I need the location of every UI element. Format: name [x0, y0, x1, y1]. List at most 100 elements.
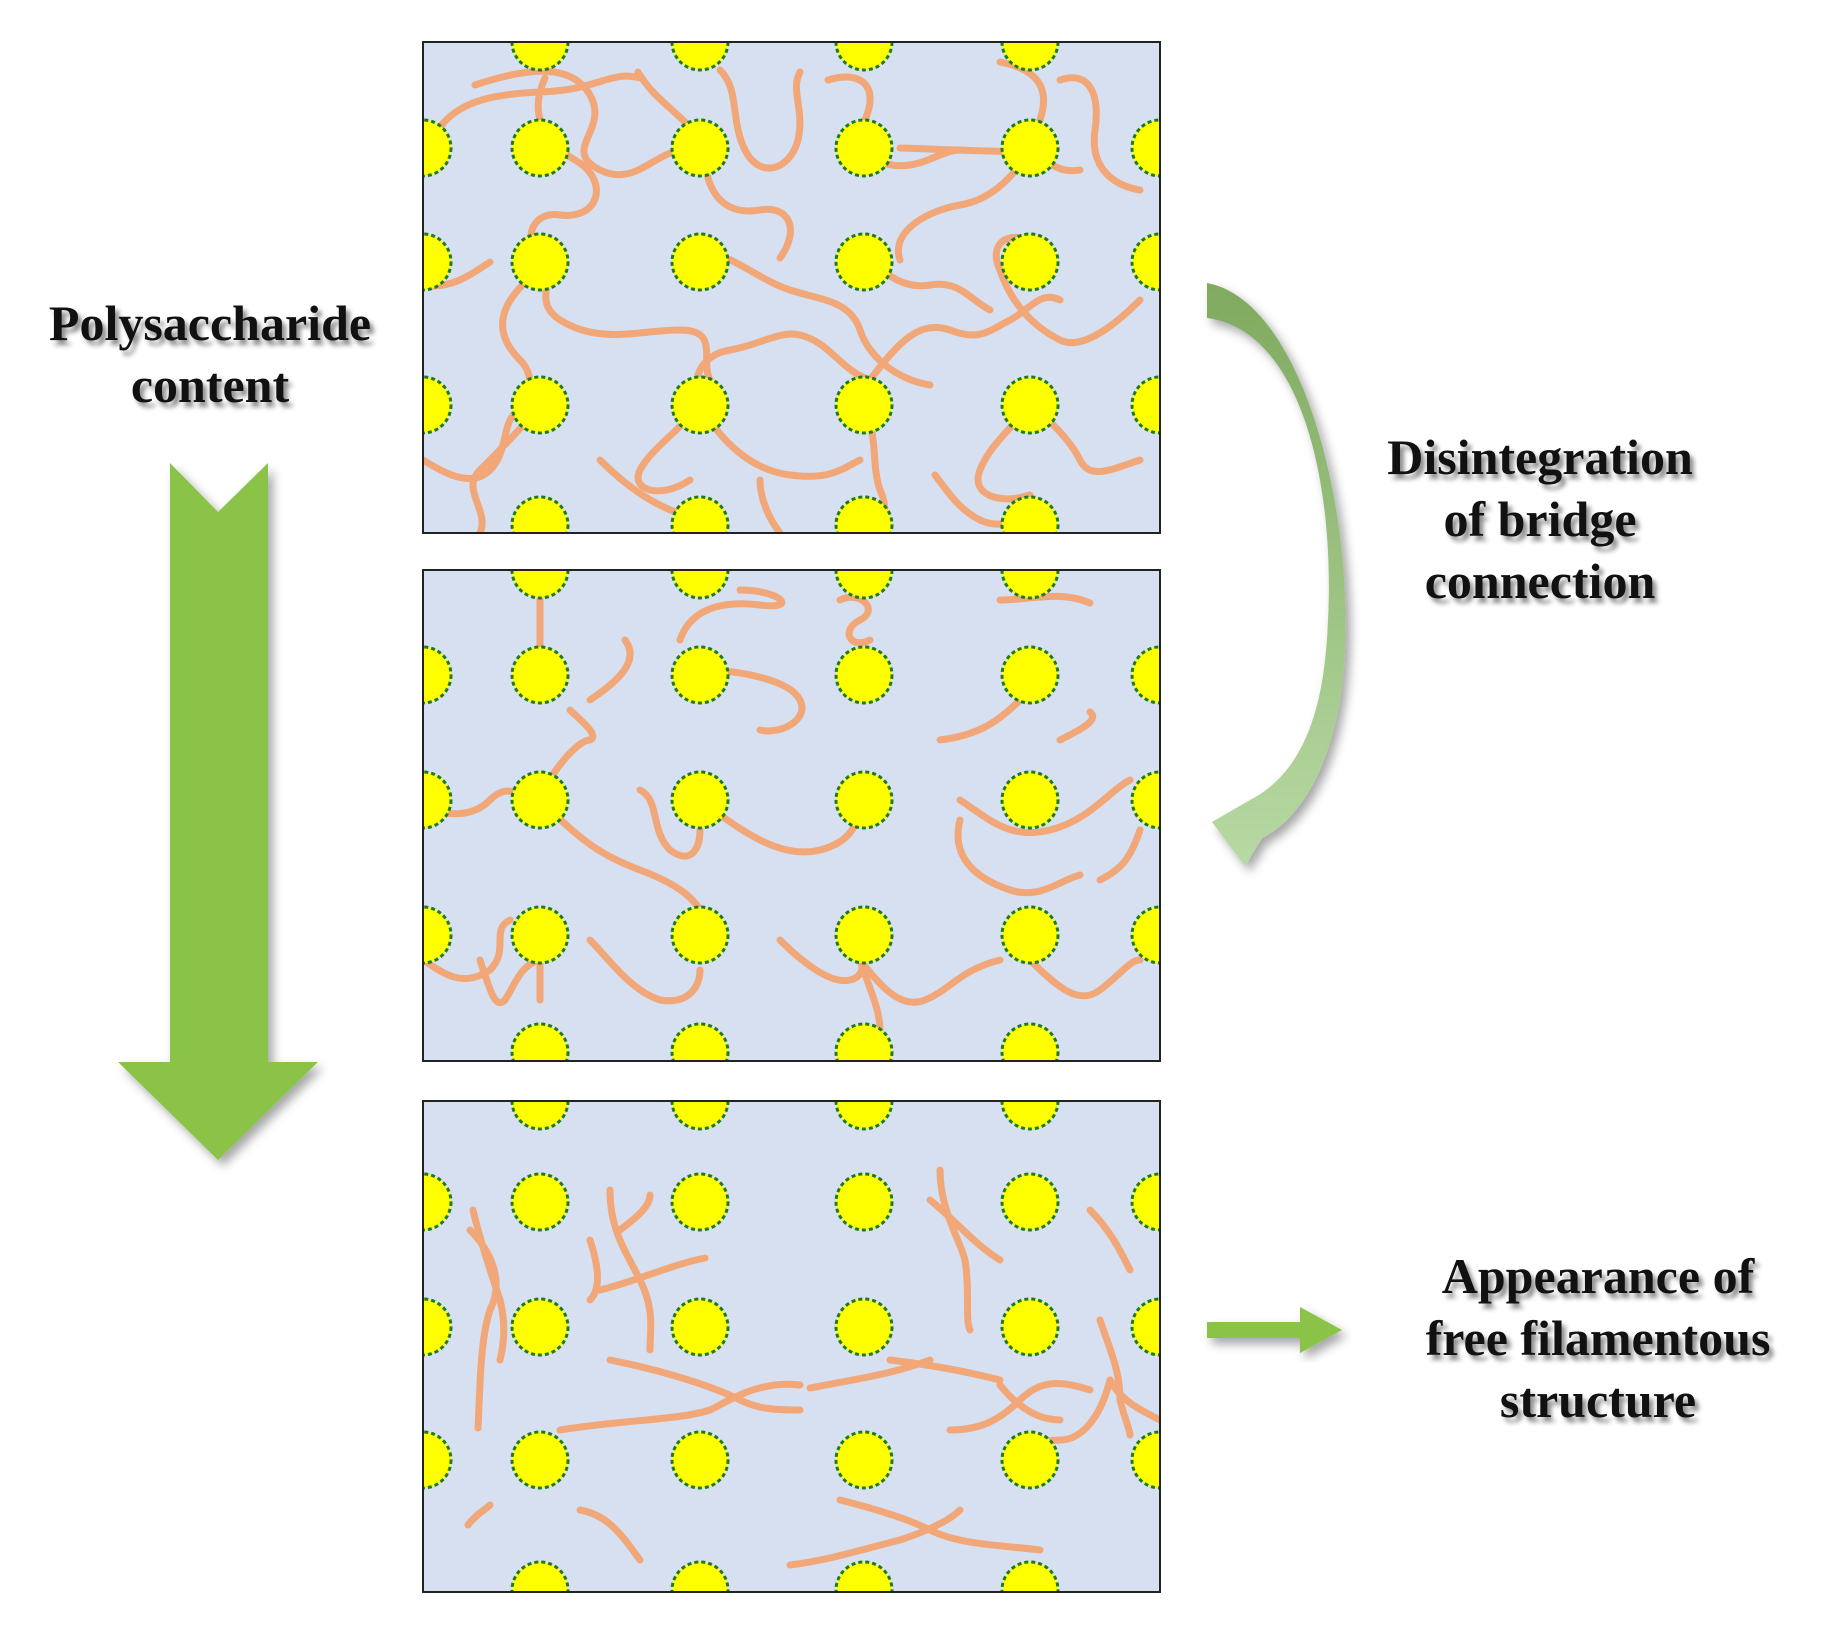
particle — [1130, 770, 1160, 830]
polymer-strand — [466, 1226, 500, 1432]
polymer-strand — [886, 1356, 1004, 1384]
particle — [1000, 905, 1060, 965]
appearance-label-line2: free filamentous — [1425, 1310, 1771, 1366]
particle — [1000, 1101, 1060, 1131]
polymer-strand — [856, 956, 884, 1034]
disintegration-label-line2: of bridge — [1443, 491, 1637, 547]
polymer-strand — [536, 706, 596, 799]
particle — [834, 232, 894, 292]
particle — [670, 1430, 730, 1490]
panel-border — [422, 1100, 1161, 1593]
particle — [1000, 645, 1060, 705]
polymer-strand — [756, 476, 784, 533]
polymer-strand — [1026, 956, 1144, 1000]
polymer-strand — [1086, 1206, 1134, 1274]
particle — [670, 905, 730, 965]
polymer-strand — [1106, 1376, 1160, 1424]
particle — [1130, 375, 1160, 435]
particle — [423, 770, 453, 830]
particle — [423, 645, 453, 705]
particle — [1130, 1430, 1160, 1490]
particle — [423, 375, 453, 435]
particle-lattice — [423, 1101, 1160, 1592]
particle — [1000, 1172, 1060, 1232]
particle — [510, 495, 570, 533]
polymer-strand — [992, 233, 1144, 347]
appearance-label: Appearance of free filamentous structure — [1378, 1245, 1818, 1431]
polymer-strand — [556, 1380, 804, 1434]
particle — [670, 770, 730, 830]
polymer-strand — [1056, 708, 1096, 744]
particle — [423, 1430, 453, 1490]
polymer-strand — [469, 1206, 508, 1364]
particle — [423, 118, 453, 178]
particle — [510, 905, 570, 965]
disintegration-label-line3: connection — [1424, 553, 1656, 609]
polymer-strand — [954, 816, 1084, 897]
particle — [1000, 1297, 1060, 1357]
polymer-strand — [692, 330, 874, 409]
particle — [510, 1297, 570, 1357]
particle — [834, 905, 894, 965]
polymer-strand — [936, 696, 1024, 744]
polymer-strand — [634, 68, 794, 262]
particle — [423, 1172, 453, 1232]
polymer-strand — [596, 1254, 709, 1294]
panel-network-partial — [422, 569, 1161, 1062]
polymer-strand — [616, 1191, 654, 1234]
particle-lattice — [423, 570, 1160, 1061]
particle — [670, 42, 730, 72]
polymer-strand — [786, 1506, 964, 1569]
polymer-strand — [636, 786, 704, 860]
particle — [1130, 118, 1160, 178]
polymer-strand — [423, 916, 514, 983]
particle — [510, 1101, 570, 1131]
particle — [423, 232, 453, 292]
particle — [670, 1560, 730, 1592]
polymer-strand — [1096, 826, 1144, 884]
right-arrow-icon — [1207, 1307, 1342, 1353]
down-arrow-icon — [118, 463, 318, 1160]
particle — [423, 905, 453, 965]
curved-arrow-icon — [1207, 283, 1346, 866]
particle — [1000, 495, 1060, 533]
polymer-strand — [1056, 74, 1144, 194]
particle — [834, 495, 894, 533]
polymer-strand — [996, 58, 1084, 175]
panel-border — [422, 569, 1161, 1062]
appearance-label-line3: structure — [1499, 1372, 1697, 1428]
particle — [510, 645, 570, 705]
particle — [670, 645, 730, 705]
particle — [834, 375, 894, 435]
polymer-strand — [576, 1506, 644, 1564]
polymer-strand — [996, 592, 1094, 607]
polymer-strand — [1096, 1316, 1134, 1439]
particle — [834, 570, 894, 600]
panel-border — [422, 41, 1161, 534]
particle — [1130, 905, 1160, 965]
panel-filaments-free — [422, 1100, 1161, 1593]
particle — [670, 495, 730, 533]
particle — [1000, 118, 1060, 178]
particle — [1130, 232, 1160, 292]
polymer-strand — [696, 666, 806, 735]
particle — [1130, 1297, 1160, 1357]
polymer-strand — [536, 796, 714, 934]
disintegration-arrow — [1207, 283, 1346, 866]
particle — [670, 1101, 730, 1131]
polymer-strand — [936, 1166, 974, 1334]
particle — [510, 42, 570, 72]
particle — [510, 1560, 570, 1592]
particle — [670, 1297, 730, 1357]
polymer-strand — [586, 936, 704, 1005]
polymer-strand — [866, 293, 1064, 384]
polymer-strand — [586, 1236, 601, 1304]
disintegration-label: Disintegration of bridge connection — [1330, 426, 1750, 612]
polysaccharide-label: Polysaccharide content — [0, 292, 420, 416]
polysaccharide-arrow — [118, 463, 318, 1160]
appearance-label-line1: Appearance of — [1441, 1248, 1755, 1304]
particle — [1000, 42, 1060, 72]
particle — [1130, 1172, 1160, 1232]
particle — [1130, 645, 1160, 705]
